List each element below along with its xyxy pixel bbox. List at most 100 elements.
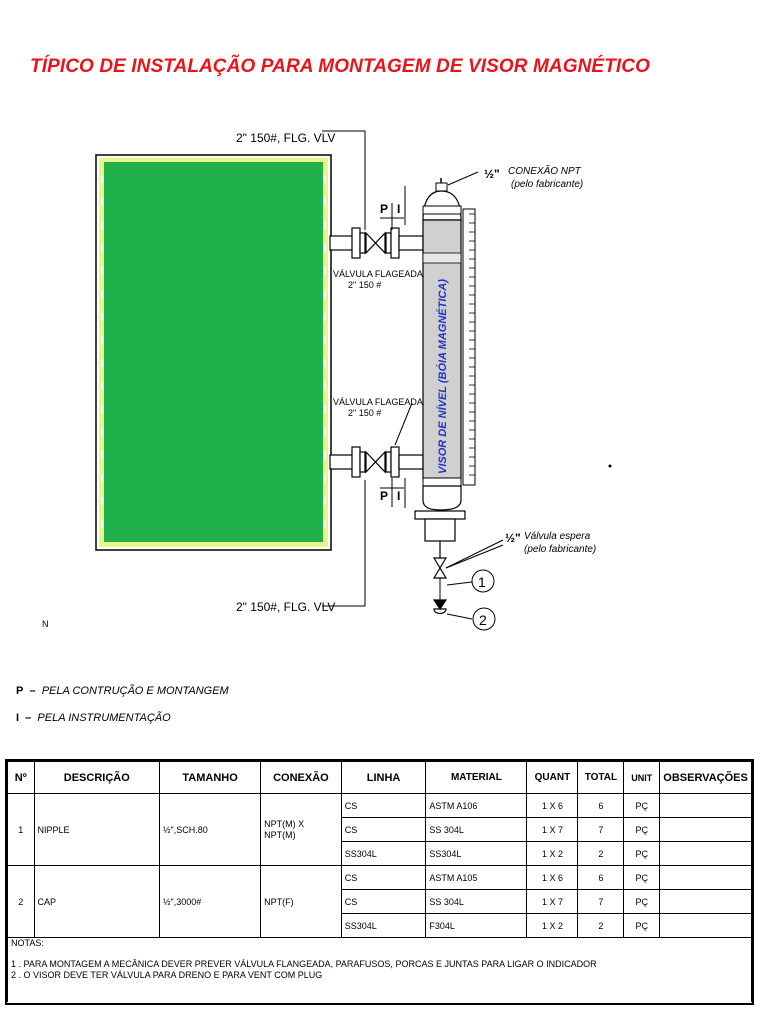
notes-title: NOTAS:	[11, 938, 44, 948]
col-no: Nº	[7, 761, 35, 794]
page-title: TÍPICO DE INSTALAÇÃO PARA MONTAGEM DE VI…	[30, 56, 650, 77]
row-unit: PÇ	[623, 817, 661, 842]
row-unit: PÇ	[623, 889, 661, 914]
bottom-leader: 2" 150#, FLG. VLV	[236, 480, 366, 614]
bottom-nozzle	[329, 446, 424, 478]
row-total: 7	[577, 817, 625, 842]
table-row: CS SS 304L 1 X 7 7 PÇ	[8, 817, 752, 842]
row-quant: 1 X 7	[526, 817, 579, 842]
npt-half: ½"	[484, 167, 500, 181]
row-material: SS 304L	[425, 817, 528, 842]
level-gauge: VISOR DE NÍVEL (BÓIA MAGNÉTICA)	[414, 178, 476, 558]
callout-1: 1	[446, 569, 495, 593]
row-unit: PÇ	[623, 913, 661, 938]
valve-top-label: VÁLVULA FLAGEADA	[333, 269, 423, 279]
valve-bottom-leader	[394, 402, 413, 446]
callout-1-number: 1	[478, 574, 486, 590]
npt-leader	[447, 171, 479, 186]
row-linha: SS304L	[340, 841, 427, 866]
row-unit: PÇ	[623, 841, 661, 866]
top-flange-label: 2" 150#, FLG. VLV	[236, 131, 335, 145]
notes-cell: NOTAS: 1 . PARA MONTAGEM A MECÂNICA DEVE…	[7, 937, 752, 1002]
gauge-label: VISOR DE NÍVEL (BÓIA MAGNÉTICA)	[436, 279, 449, 474]
note-1: 1 . PARA MONTAGEM A MECÂNICA DEVER PREVE…	[11, 959, 597, 969]
item-descricao: CAP	[33, 865, 161, 938]
npt-sub: (pelo fabricante)	[511, 179, 583, 190]
row-linha: CS	[340, 865, 427, 890]
bill-of-materials: Nº DESCRIÇÃO TAMANHO CONEXÃO LINHA MATER…	[5, 759, 754, 1005]
row-obs	[659, 817, 752, 842]
callout-2: 2	[446, 607, 496, 631]
row-linha: CS	[340, 817, 427, 842]
row-obs	[659, 913, 752, 938]
table-row: 1 NIPPLE ½",SCH.80 NPT(M) X NPT(M) CS AS…	[7, 793, 752, 866]
pi-bottom-marks	[380, 478, 406, 508]
item-conexao-1: NPT(F)	[264, 896, 294, 907]
table-row: SS304L SS304L 1 X 2 2 PÇ	[8, 841, 752, 866]
valve-bottom-label: VÁLVULA FLAGEADA	[333, 397, 423, 407]
row-quant: 1 X 7	[526, 889, 579, 914]
col-tamanho: TAMANHO	[159, 761, 262, 794]
item-conexao: NPT(M) X NPT(M)	[260, 793, 342, 866]
item-conexao: NPT(F)	[260, 865, 342, 938]
legend-dash: –	[22, 712, 35, 724]
row-material: F304L	[425, 913, 528, 938]
row-obs	[659, 865, 752, 890]
row-quant: 1 X 6	[526, 865, 579, 890]
i-top-label: I	[397, 202, 400, 216]
col-unit: UNIT	[623, 761, 661, 794]
notes-row: NOTAS: 1 . PARA MONTAGEM A MECÂNICA DEVE…	[7, 937, 752, 1002]
item-tamanho: ½",3000#	[159, 865, 262, 938]
item-no: 2	[7, 865, 35, 938]
row-total: 6	[577, 865, 625, 890]
col-conexao: CONEXÃO	[260, 761, 342, 794]
row-total: 6	[577, 793, 625, 818]
col-linha: LINHA	[340, 761, 427, 794]
col-quant: QUANT	[526, 761, 579, 794]
col-observacoes: OBSERVAÇÕES	[659, 761, 752, 794]
npt-label: CONEXÃO NPT	[508, 164, 582, 177]
pi-top-marks	[380, 186, 406, 230]
item-tamanho: ½",SCH.80	[159, 793, 262, 866]
row-total: 2	[577, 913, 625, 938]
row-obs	[659, 889, 752, 914]
table-row: CS SS 304L 1 X 7 7 PÇ	[8, 889, 752, 914]
stray-mark: N	[42, 619, 49, 629]
valve-label: Válvula espera	[524, 531, 591, 542]
row-linha: SS304L	[340, 913, 427, 938]
row-linha: CS	[340, 793, 427, 818]
p-top-label: P	[380, 202, 388, 216]
i-bottom-label: I	[397, 489, 400, 503]
installation-diagram: 2" 150#, FLG. VLV 2" 150#, FLG. VLV P I	[42, 130, 612, 631]
legend-p: P – PELA CONTRUÇÃO E MONTANGEM	[16, 685, 229, 697]
legend-p-text: PELA CONTRUÇÃO E MONTANGEM	[41, 685, 229, 697]
row-material: ASTM A106	[425, 793, 528, 818]
valve-half: ½"	[505, 531, 521, 545]
stray-dot	[608, 464, 612, 468]
valve-top-rating: 2" 150 #	[348, 280, 381, 290]
row-obs	[659, 793, 752, 818]
row-quant: 1 X 2	[526, 913, 579, 938]
item-conexao-1: NPT(M) X	[264, 818, 305, 829]
row-material: SS 304L	[425, 889, 528, 914]
p-bottom-label: P	[380, 489, 388, 503]
item-descricao: NIPPLE	[33, 793, 161, 866]
callout-2-number: 2	[479, 612, 487, 628]
item-no: 1	[7, 793, 35, 866]
table-row: 2 CAP ½",3000# NPT(F) CS ASTM A105 1 X 6…	[7, 865, 752, 938]
valve-bottom-rating: 2" 150 #	[348, 408, 381, 418]
row-quant: 1 X 2	[526, 841, 579, 866]
legend-i-text: PELA INSTRUMENTAÇÃO	[37, 712, 171, 724]
legend-i: I – PELA INSTRUMENTAÇÃO	[16, 712, 171, 724]
table-row: SS304L F304L 1 X 2 2 PÇ	[8, 913, 752, 938]
row-total: 7	[577, 889, 625, 914]
row-obs	[659, 841, 752, 866]
row-material: ASTM A105	[425, 865, 528, 890]
valve-sub: (pelo fabricante)	[524, 544, 596, 555]
col-total: TOTAL	[577, 761, 625, 794]
valve-leaders	[445, 539, 504, 569]
legend-dash: –	[26, 685, 39, 697]
top-leader: 2" 150#, FLG. VLV	[236, 130, 366, 230]
drain-valve	[432, 557, 448, 615]
row-material: SS304L	[425, 841, 528, 866]
